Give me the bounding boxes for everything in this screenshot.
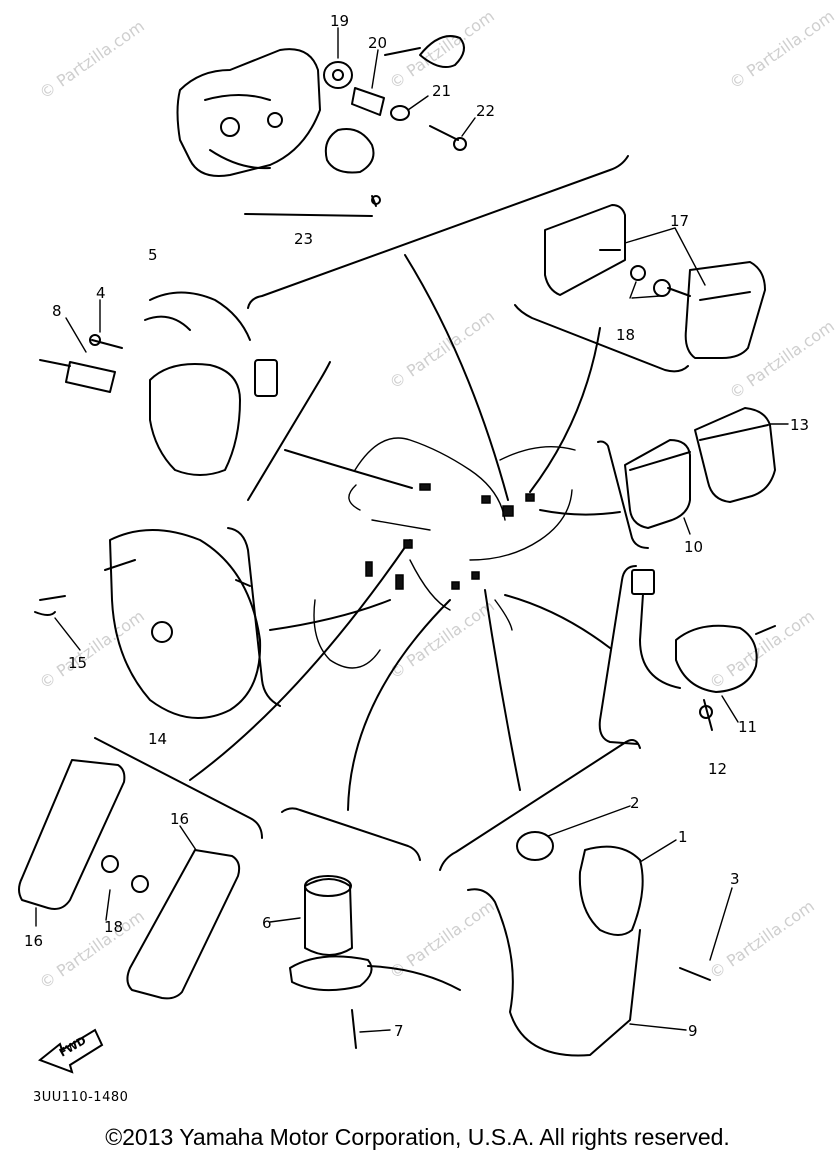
callout-5: 5 xyxy=(148,246,158,264)
relay-10 xyxy=(624,439,691,529)
callout-11: 11 xyxy=(738,718,757,736)
side-reflector-16b xyxy=(126,849,241,1000)
relay-13 xyxy=(694,407,776,503)
horn-14 xyxy=(34,529,262,719)
callout-1: 1 xyxy=(678,828,688,846)
diagram-part-code: 3UU110-1480 xyxy=(33,1090,129,1105)
callout-12: 12 xyxy=(708,760,727,778)
callout-18: 18 xyxy=(104,918,123,936)
callout-6: 6 xyxy=(262,914,272,932)
switch-11 xyxy=(631,569,776,731)
callout-17: 17 xyxy=(670,212,689,230)
harness-junction xyxy=(502,505,514,517)
sensor-assembly-5 xyxy=(39,291,278,476)
callout-3: 3 xyxy=(730,870,740,888)
harness-leads xyxy=(189,254,621,811)
callout-15: 15 xyxy=(68,654,87,672)
callout-9: 9 xyxy=(688,1022,698,1040)
callout-10: 10 xyxy=(684,538,703,556)
callout-23: 23 xyxy=(294,230,313,248)
callout-21: 21 xyxy=(432,82,451,100)
rear-reflector-17 xyxy=(544,204,766,359)
callout-16: 16 xyxy=(170,810,189,828)
callout-13: 13 xyxy=(790,416,809,434)
callout-14: 14 xyxy=(148,730,167,748)
callout-18: 18 xyxy=(616,326,635,344)
frame-outline xyxy=(313,437,576,669)
callout-16: 16 xyxy=(24,932,43,950)
callout-22: 22 xyxy=(476,102,495,120)
callout-4: 4 xyxy=(96,284,106,302)
callout-7: 7 xyxy=(394,1022,404,1040)
fwd-arrow-icon: FWD xyxy=(38,1028,104,1074)
sensor-1 xyxy=(467,831,711,1057)
callout-leaders xyxy=(35,27,789,1033)
side-reflector-16a xyxy=(18,759,149,910)
copyright-notice: ©2013 Yamaha Motor Corporation, U.S.A. A… xyxy=(105,1124,730,1150)
callout-20: 20 xyxy=(368,34,387,52)
solenoid-6 xyxy=(289,875,461,1049)
callout-8: 8 xyxy=(52,302,62,320)
callout-2: 2 xyxy=(630,794,640,812)
callout-19: 19 xyxy=(330,12,349,30)
switch-assembly-23 xyxy=(176,35,467,217)
section-brackets xyxy=(94,155,689,871)
callout-numbers: 19 20 21 22 23 17 18 5 4 8 13 10 11 12 1… xyxy=(24,12,809,1040)
